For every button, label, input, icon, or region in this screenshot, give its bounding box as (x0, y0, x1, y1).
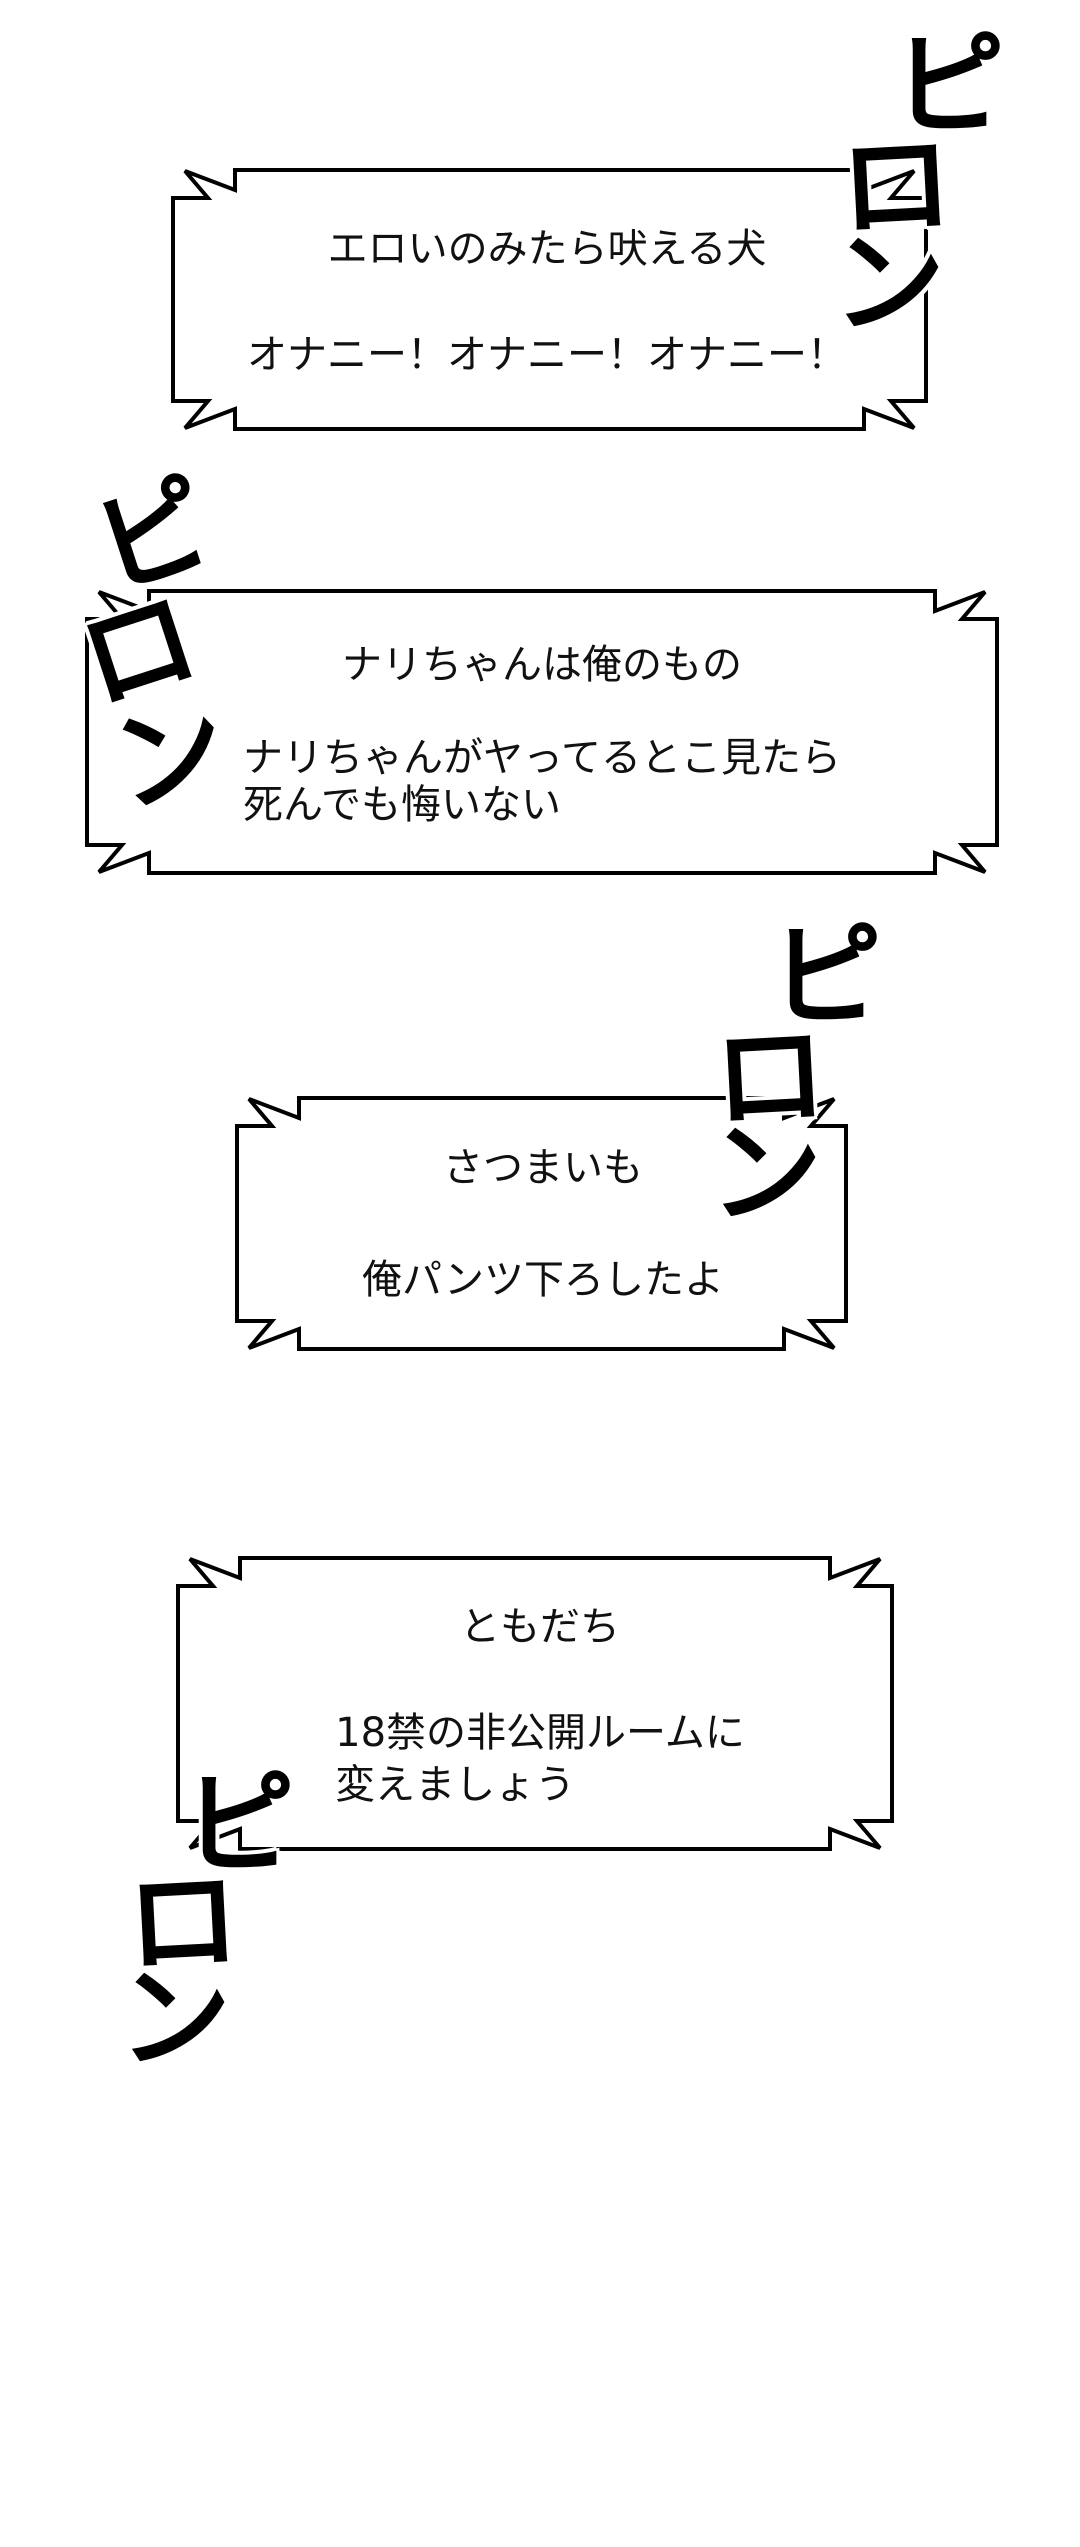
notification-message: オナニー！オナニー！オナニー！ (97, 331, 997, 379)
sfx-char: ン (710, 1109, 822, 1239)
notification-bubble-1-frame (171, 168, 928, 431)
notification-title: エロいのみたら吠える犬 (327, 226, 767, 272)
notification-message: 18禁の非公開ルームに 変えましょう (90, 1707, 990, 1811)
sfx-char: ピ (893, 21, 1005, 151)
notification-title: さつまいも (443, 1145, 643, 1191)
message-line: オナニー！オナニー！オナニー！ (247, 332, 847, 378)
notification-bubble-2-frame (85, 589, 999, 875)
message-line: 変えましょう (335, 1762, 576, 1808)
message-line: ナリちゃんがヤってるとこ見たら (243, 735, 841, 781)
sfx-char: ン (833, 219, 945, 349)
sfx-char: ピ (770, 912, 882, 1042)
notification-title: ともだち (460, 1604, 620, 1650)
sfx-char: ン (119, 1954, 231, 2084)
sfx-char: ピ (183, 1760, 295, 1890)
message-line: 死んでも悔いない (243, 782, 561, 828)
notification-message: ナリちゃんがヤってるとこ見たら 死んでも悔いない (92, 735, 992, 829)
message-line: 俺パンツ下ろしたよ (362, 1257, 724, 1303)
notification-message: 俺パンツ下ろしたよ (93, 1256, 993, 1304)
notification-title: ナリちゃんは俺のもの (342, 642, 742, 688)
notification-bubble-3-frame (235, 1096, 848, 1351)
message-line: 18禁の非公開ルームに (335, 1710, 745, 1756)
notification-bubble-4-frame (176, 1556, 894, 1851)
